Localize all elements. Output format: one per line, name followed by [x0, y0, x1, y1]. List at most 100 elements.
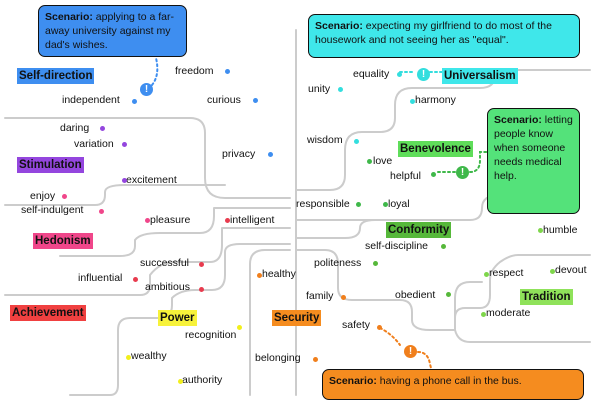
dot-icon: [145, 218, 150, 223]
category-stimulation: Stimulation: [17, 157, 84, 173]
dot-icon: [178, 379, 183, 384]
value-influential: influential: [78, 272, 123, 284]
dot-icon: [481, 312, 486, 317]
wire-3: [59, 207, 291, 257]
dot-icon: [354, 139, 359, 144]
value-unity: unity: [308, 83, 331, 95]
value-privacy: privacy: [222, 148, 256, 160]
value-pleasure: pleasure: [150, 214, 191, 226]
value-authority: authority: [182, 374, 223, 386]
category-benevolence: Benevolence: [398, 141, 473, 157]
value-respect: respect: [489, 267, 524, 279]
value-obedient: obedient: [395, 289, 436, 301]
value-politeness: politeness: [314, 257, 362, 269]
wire-11: [295, 249, 456, 331]
value-family: family: [306, 290, 334, 302]
dot-icon: [133, 277, 138, 282]
value-self-discipline: self-discipline: [365, 240, 429, 252]
dot-icon: [383, 202, 388, 207]
exclamation-marker-icon: !: [417, 68, 430, 81]
dot-icon: [199, 287, 204, 292]
dot-icon: [538, 228, 543, 233]
category-tradition: Tradition: [520, 289, 573, 305]
category-conformity: Conformity: [386, 222, 452, 238]
category-hedonism: Hedonism: [33, 233, 93, 249]
scenario-text: expecting my girlfriend to do most of th…: [315, 20, 552, 46]
dot-icon: [225, 218, 230, 223]
scenario-title: Scenario:: [329, 375, 377, 387]
value-wealthy: wealthy: [131, 350, 167, 362]
dot-icon: [373, 261, 378, 266]
value-helpful: helpful: [390, 170, 421, 182]
exclamation-marker-icon: !: [456, 166, 469, 179]
value-successful: successful: [140, 257, 190, 269]
dot-icon: [410, 99, 415, 104]
value-excitement: excitement: [126, 174, 177, 186]
scenario-box-girlfriend: Scenario: expecting my girlfriend to do …: [308, 14, 580, 58]
dot-icon: [99, 209, 104, 214]
scenario-box-bus: Scenario: having a phone call in the bus…: [322, 369, 584, 400]
value-curious: curious: [207, 94, 241, 106]
wire-12: [454, 317, 591, 343]
category-power: Power: [158, 310, 197, 326]
category-achievement: Achievement: [10, 305, 86, 321]
dot-icon: [377, 325, 382, 330]
value-humble: humble: [543, 224, 578, 236]
dot-icon: [441, 244, 446, 249]
dot-icon: [199, 262, 204, 267]
dot-icon: [268, 152, 273, 157]
scenario-link-medical: [437, 151, 488, 173]
dot-icon: [225, 69, 230, 74]
value-loyal: loyal: [388, 198, 410, 210]
exclamation-marker-icon: !: [140, 83, 153, 96]
dot-icon: [62, 194, 67, 199]
value-freedom: freedom: [175, 65, 214, 77]
dot-icon: [431, 172, 436, 177]
value-safety: safety: [342, 319, 371, 331]
wire-2: [4, 184, 226, 206]
wire-10: [295, 219, 376, 239]
dot-icon: [126, 355, 131, 360]
value-independent: independent: [62, 94, 120, 106]
wire-5: [69, 243, 291, 396]
scenario-link-dad: [151, 57, 159, 86]
wire-14: [454, 281, 483, 319]
value-moderate: moderate: [486, 307, 531, 319]
value-ambitious: ambitious: [145, 281, 190, 293]
exclamation-marker-icon: !: [404, 345, 417, 358]
value-intelligent: intelligent: [230, 214, 275, 226]
scenario-box-dad: Scenario: applying to a far-away univers…: [38, 5, 187, 57]
dot-icon: [338, 87, 343, 92]
wire-1: [4, 117, 291, 199]
dot-icon: [356, 202, 361, 207]
dot-icon: [341, 295, 346, 300]
dot-icon: [446, 292, 451, 297]
value-equality: equality: [353, 68, 390, 80]
scenario-box-medical: Scenario: letting people know when someo…: [487, 108, 580, 214]
value-daring: daring: [60, 122, 90, 134]
value-recognition: recognition: [185, 329, 237, 341]
category-universalism: Universalism: [442, 68, 518, 84]
scenario-title: Scenario:: [45, 11, 93, 23]
value-variation: variation: [74, 138, 114, 150]
scenario-text: letting people know when someone needs m…: [494, 114, 573, 182]
dot-icon: [100, 126, 105, 131]
scenario-title: Scenario:: [315, 20, 363, 32]
dot-icon: [313, 357, 318, 362]
dot-icon: [122, 142, 127, 147]
value-harmony: harmony: [415, 94, 456, 106]
value-enjoy: enjoy: [30, 190, 56, 202]
dot-icon: [397, 72, 402, 77]
dot-icon: [253, 98, 258, 103]
dot-icon: [550, 269, 555, 274]
scenario-title: Scenario:: [494, 114, 542, 126]
dot-icon: [257, 273, 262, 278]
scenario-link-bus: [379, 327, 433, 373]
wire-13: [454, 254, 591, 319]
dot-icon: [132, 99, 137, 104]
value-responsible: responsible: [296, 198, 350, 210]
value-devout: devout: [555, 264, 587, 276]
category-security: Security: [272, 310, 322, 326]
